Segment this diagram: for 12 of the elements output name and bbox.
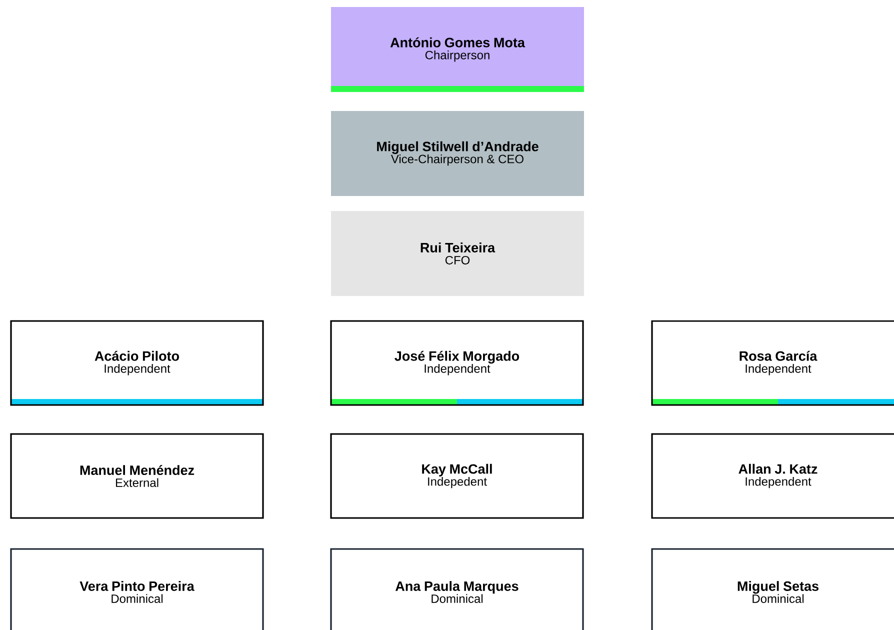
person-box: Rui Teixeira CFO — [331, 211, 584, 296]
person-box: Acácio Piloto Independent — [10, 320, 264, 406]
person-box: Kay McCall Indepedent — [330, 433, 584, 519]
person-box: Vera Pinto Pereira Dominical — [10, 548, 264, 630]
person-box: Ana Paula Marques Dominical — [330, 548, 584, 630]
person-box: Manuel Menéndez External — [10, 433, 264, 519]
person-box: Allan J. Katz Independent — [651, 433, 894, 519]
person-box: Miguel Setas Dominical — [651, 548, 894, 630]
person-box: António Gomes Mota Chairperson — [331, 7, 584, 92]
person-box: José Félix Morgado Independent — [330, 320, 584, 406]
person-box: Rosa García Independent — [651, 320, 894, 406]
person-box: Miguel Stilwell d’Andrade Vice-Chairperson & CEO — [331, 111, 584, 196]
